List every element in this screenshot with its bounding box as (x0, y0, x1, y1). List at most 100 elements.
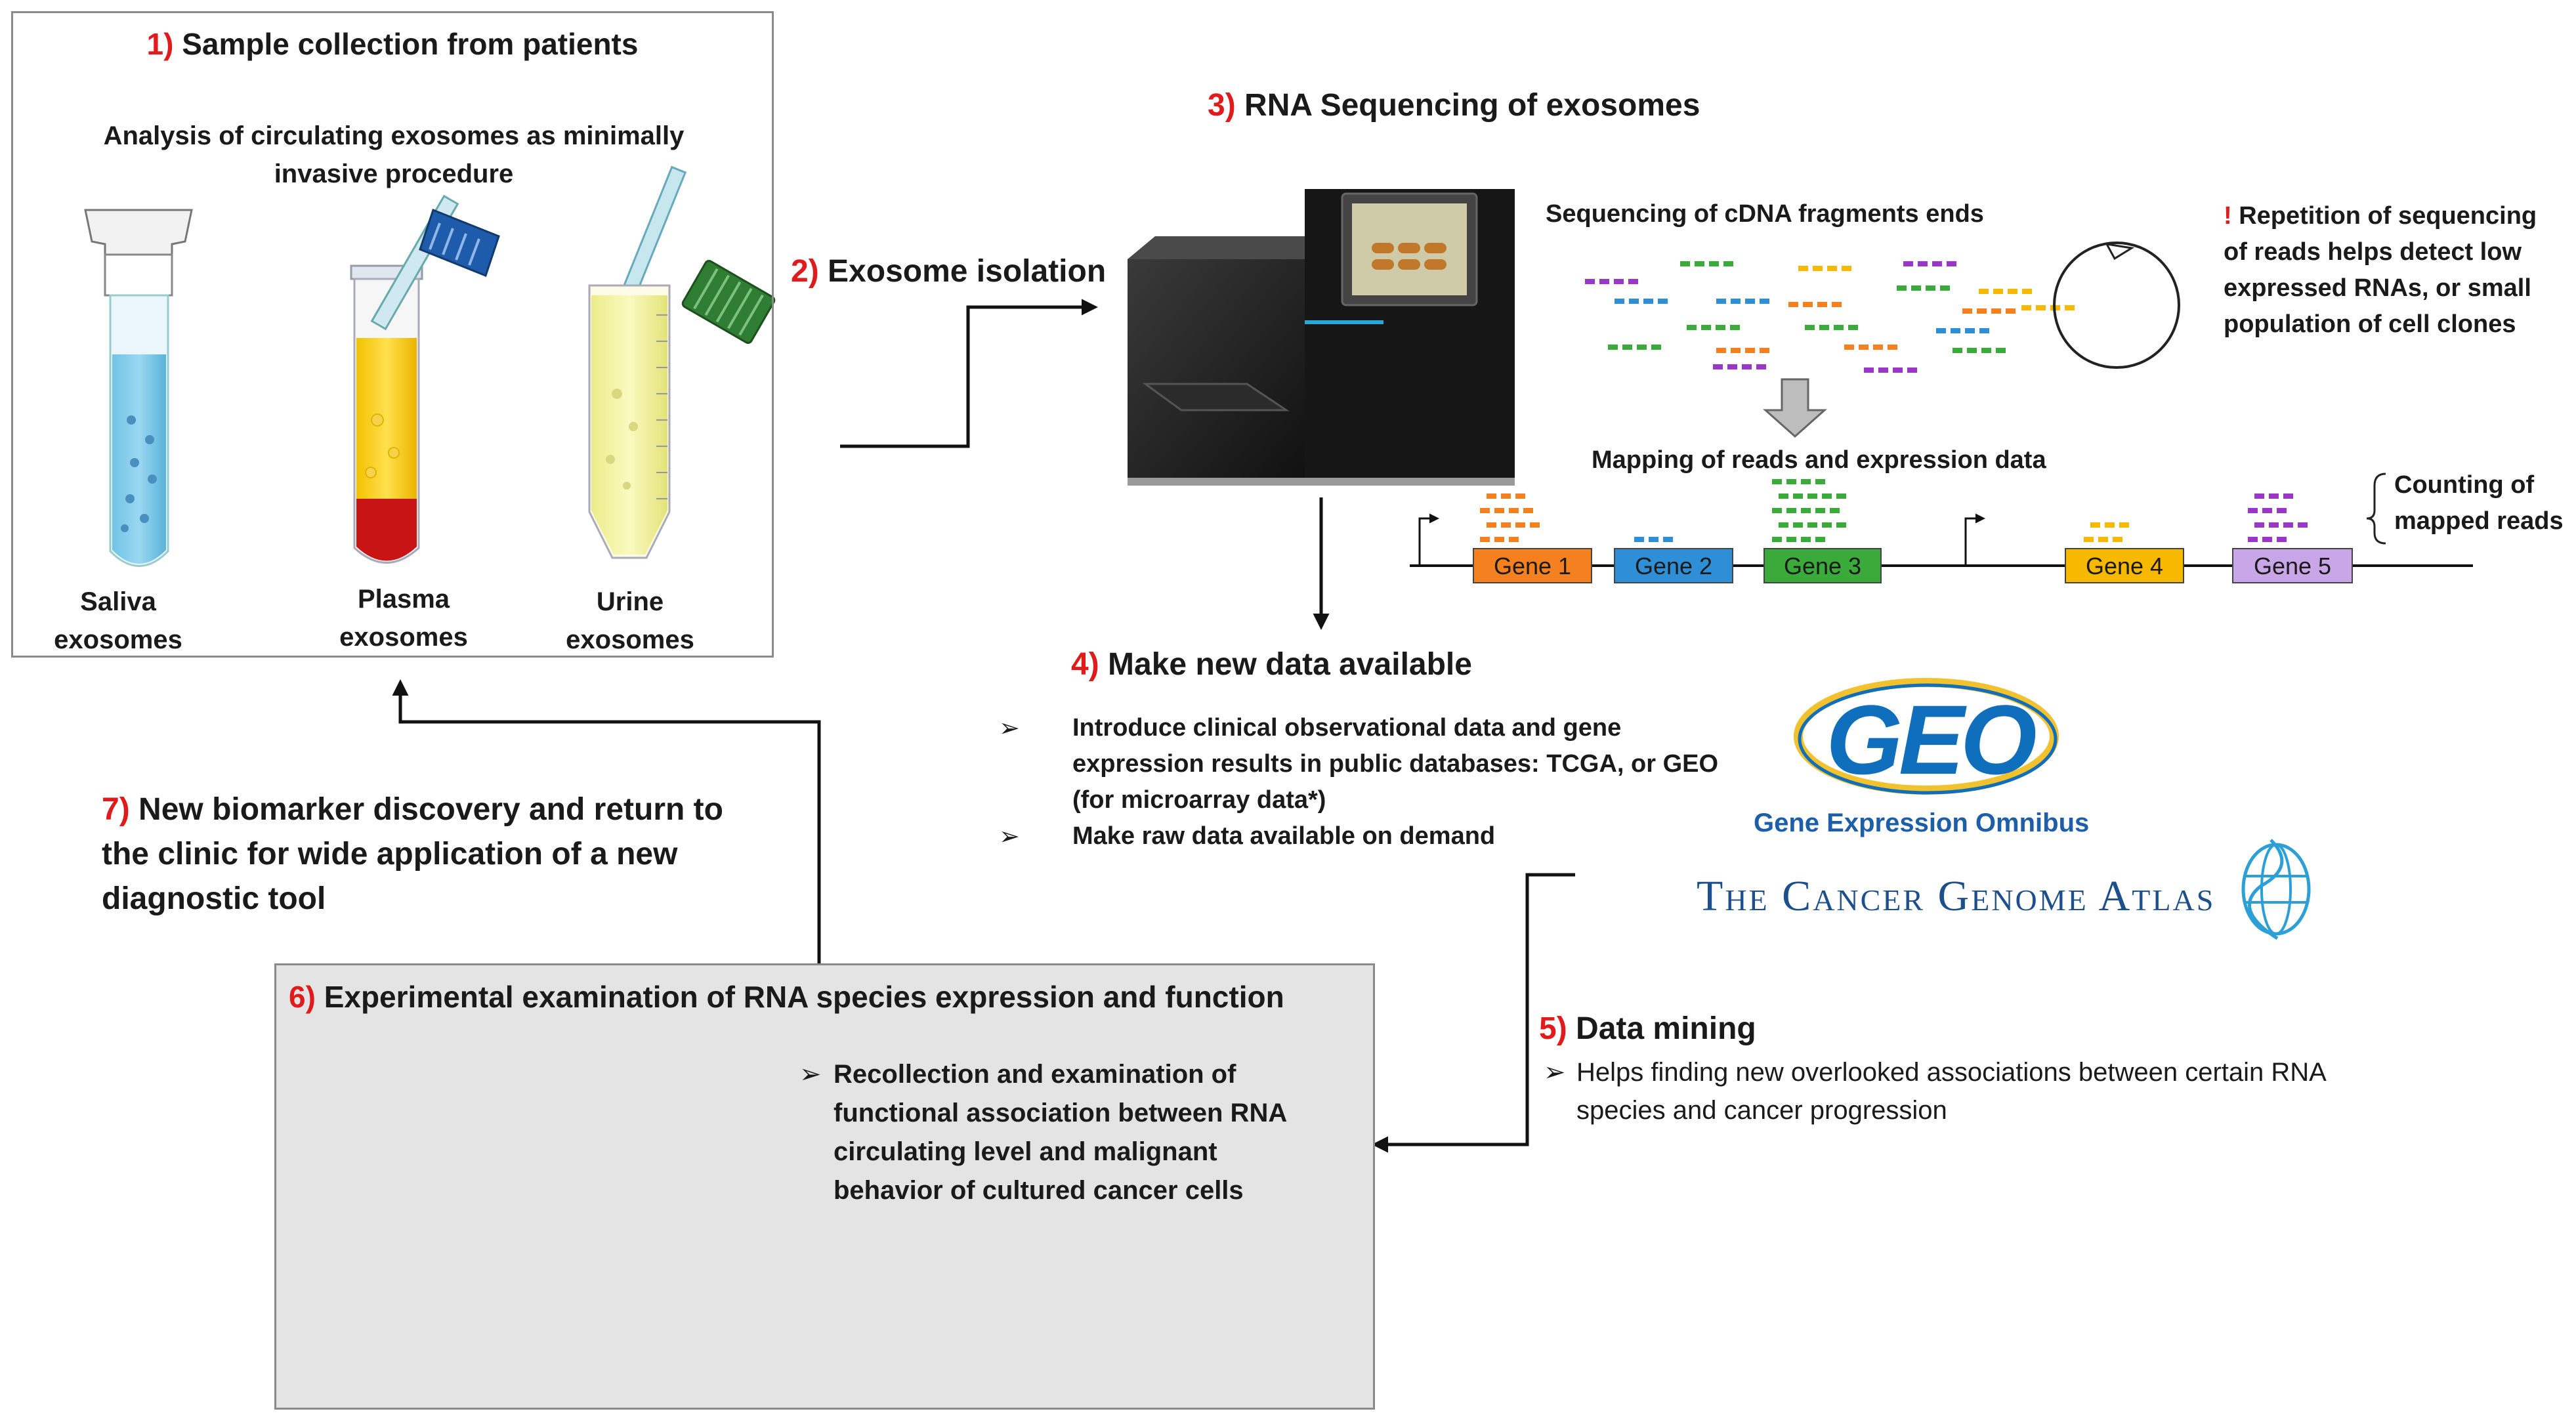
read-fragment (1813, 266, 1823, 271)
step2-number: 2) (791, 254, 819, 289)
read-fragment (1936, 328, 1946, 333)
read-fragment (1981, 348, 1991, 353)
gene-label: Gene 3 (1783, 553, 1862, 579)
read-fragment (1827, 266, 1837, 271)
read-fragment (1801, 479, 1811, 484)
read-fragment (1779, 494, 1788, 499)
read-fragment (1480, 508, 1490, 513)
read-fragment (1844, 345, 1854, 350)
read-fragment (2113, 537, 2122, 542)
read-fragment (1723, 261, 1733, 266)
read-fragment (2036, 305, 2046, 310)
read-fragment (1965, 328, 1975, 333)
read-fragment (1515, 522, 1525, 528)
sequencing-reads (1585, 261, 2075, 373)
read-fragment (1614, 279, 1624, 284)
read-fragment (2262, 537, 2272, 542)
read-fragment (1932, 261, 1942, 266)
read-fragment (1815, 537, 1825, 542)
read-fragment (2090, 522, 2100, 528)
step5-title: Data mining (1576, 1011, 1756, 1046)
flow-arrows (392, 299, 1575, 1153)
geo-caption: Gene Expression Omnibus (1754, 808, 2090, 837)
read-fragment (1628, 279, 1638, 284)
read-fragment (1649, 537, 1658, 542)
read-fragment (1926, 285, 1935, 291)
read-fragment (1907, 368, 1917, 373)
read-fragment (1760, 348, 1769, 353)
geo-logo-word: GEO (1826, 684, 2037, 795)
counting-label: Counting of mapped reads (2394, 471, 2564, 535)
read-fragment (1716, 299, 1726, 304)
read-fragment (1731, 348, 1741, 353)
step4-bullet: Introduce clinical observational data an… (999, 710, 1734, 818)
read-fragment (2262, 508, 2272, 513)
read-fragment (1979, 289, 1989, 294)
read-fragment (1760, 299, 1769, 304)
read-fragment (1585, 279, 1595, 284)
read-fragment (1807, 494, 1817, 499)
read-fragment (1807, 522, 1817, 528)
read-fragment (1822, 494, 1832, 499)
step4-title: Make new data available (1108, 647, 1472, 682)
note-text: Repetition of sequencing of reads helps … (2224, 202, 2537, 338)
gene-label: Gene 2 (1634, 553, 1713, 579)
read-fragment (1817, 302, 1827, 307)
step3-title: RNA Sequencing of exosomes (1244, 88, 1700, 123)
step7-label: 7) New biomarker discovery and return to… (102, 788, 758, 921)
read-fragment (2298, 522, 2308, 528)
read-fragment (2254, 522, 2264, 528)
read-fragment (1651, 345, 1661, 350)
mapping-label: Mapping of reads and expression data (1592, 446, 2046, 474)
gene-box (1614, 548, 1733, 583)
read-fragment (2022, 289, 2032, 294)
read-fragment (2105, 522, 2115, 528)
read-fragment (1977, 308, 1987, 314)
read-fragment (1730, 325, 1740, 330)
read-fragment (2248, 537, 2258, 542)
read-fragment (1695, 261, 1704, 266)
tcga-caption: The Cancer Genome Atlas (1697, 872, 2216, 920)
read-fragment (1634, 537, 1644, 542)
read-fragment (2283, 522, 2293, 528)
read-fragment (1878, 368, 1888, 373)
repetition-note: ! Repetition of sequencing of reads help… (2224, 198, 2565, 343)
read-fragment (1893, 368, 1903, 373)
read-fragment (1979, 328, 1989, 333)
read-fragment (1836, 494, 1846, 499)
step5-number: 5) (1539, 1011, 1567, 1046)
read-fragment (2283, 494, 2293, 499)
genome-mapping (1410, 472, 2473, 583)
repetition-cycle-icon (2053, 242, 2180, 369)
gene-box (1763, 548, 1882, 583)
geo-logo (1794, 678, 2059, 795)
gene-label: Gene 1 (1493, 553, 1572, 579)
read-fragment (2254, 494, 2264, 499)
read-fragment (2008, 289, 2017, 294)
read-fragment (2006, 308, 2016, 314)
read-fragment (1786, 508, 1796, 513)
step7-number: 7) (102, 792, 130, 827)
read-fragment (1859, 345, 1869, 350)
read-fragment (1832, 302, 1842, 307)
step2-title: Exosome isolation (828, 254, 1107, 289)
read-fragment (2248, 508, 2258, 513)
gene-box (1473, 548, 1592, 583)
read-fragment (1815, 479, 1825, 484)
read-fragment (1805, 325, 1815, 330)
arrow-mining-to-experiment (1372, 873, 1575, 1153)
read-fragment (1509, 537, 1519, 542)
read-fragment (2277, 537, 2287, 542)
read-fragment (1530, 522, 1540, 528)
plasma-label: Plasma exosomes (339, 585, 468, 652)
read-fragment (1842, 266, 1851, 271)
read-fragment (1947, 261, 1956, 266)
read-fragment (1786, 479, 1796, 484)
read-fragment (1658, 299, 1668, 304)
read-fragment (1608, 345, 1618, 350)
read-fragment (1798, 266, 1808, 271)
step4-number: 4) (1071, 647, 1099, 682)
read-fragment (1993, 289, 2003, 294)
read-fragment (1903, 261, 1913, 266)
read-fragment (1801, 508, 1811, 513)
